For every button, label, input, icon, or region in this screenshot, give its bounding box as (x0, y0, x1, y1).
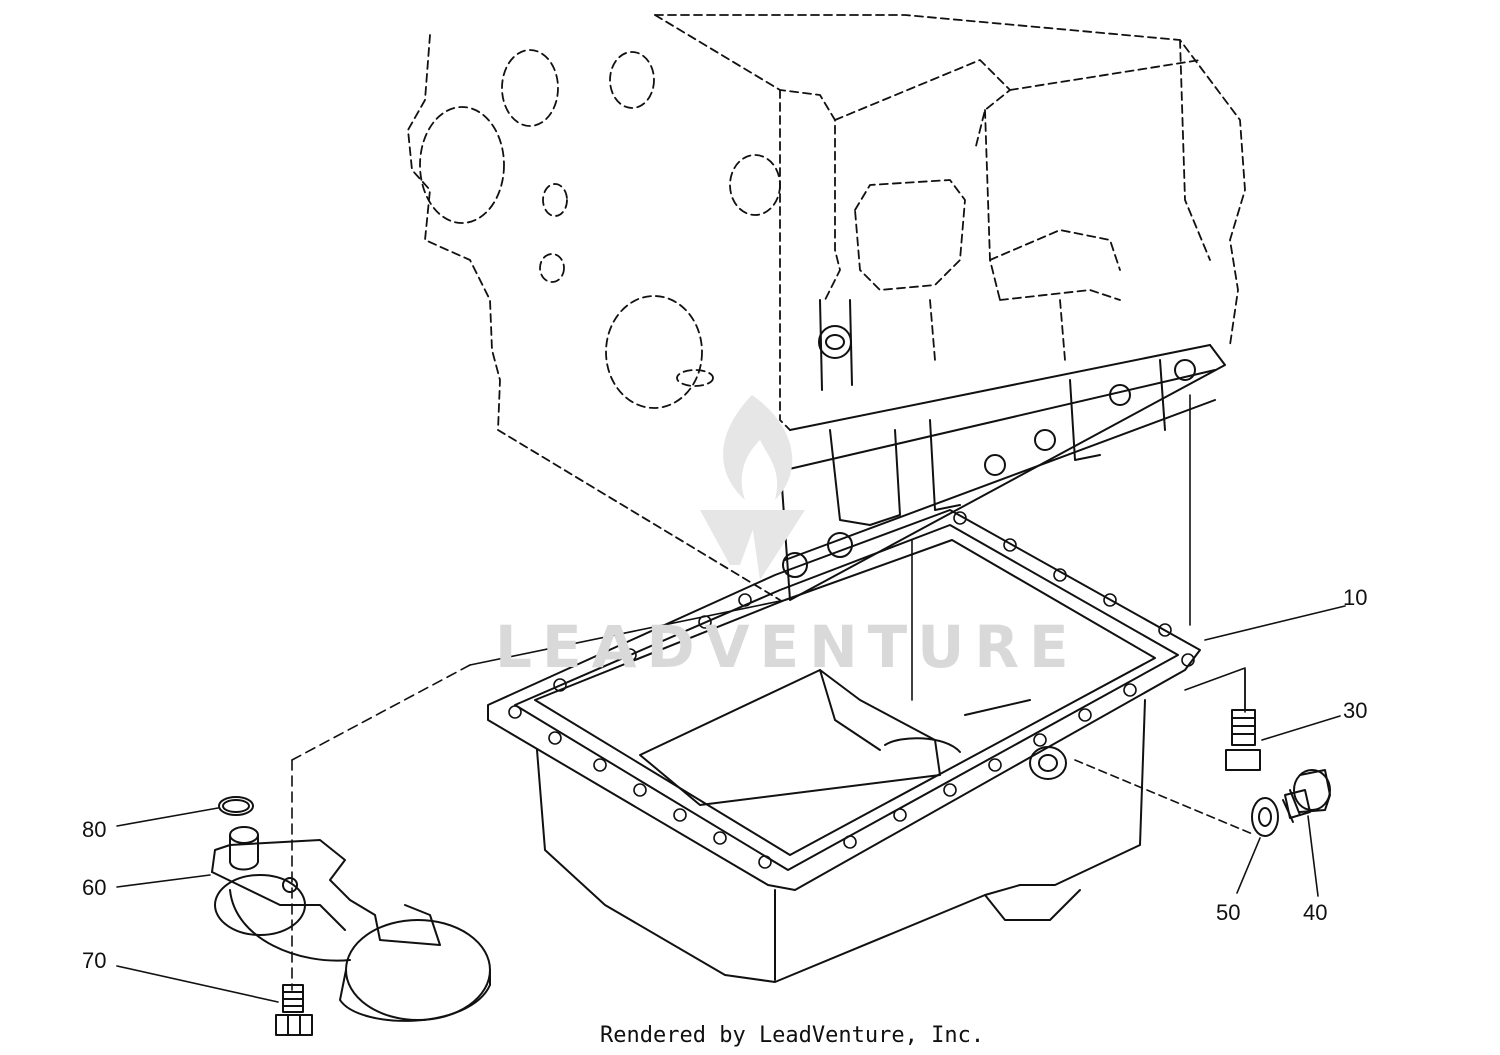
callout-50: 50 (1216, 900, 1240, 925)
footer-credit: Rendered by LeadVenture, Inc. (600, 1023, 984, 1048)
watermark-flame-icon (723, 395, 793, 500)
callout-80: 80 (82, 817, 106, 842)
callout-10: 10 (1343, 585, 1367, 610)
o-ring-80 (218, 796, 254, 816)
engine-block-outline (407, 14, 1246, 601)
watermark: LEADVENTURE (495, 395, 1079, 681)
drain-washer-50 (1251, 797, 1279, 837)
drain-plug-40 (1282, 769, 1331, 823)
flange-holes (508, 511, 1195, 869)
callout-30: 30 (1343, 698, 1367, 723)
assembly-lines (291, 394, 1256, 991)
screw-70 (275, 984, 313, 1036)
callout-leaders (116, 605, 1346, 1003)
oil-pan (487, 509, 1201, 983)
callout-60: 60 (82, 875, 106, 900)
pan-bolt-30 (1225, 709, 1261, 771)
watermark-text: LEADVENTURE (495, 613, 1079, 681)
oil-strainer-60 (211, 826, 491, 1022)
callout-40: 40 (1303, 900, 1327, 925)
callout-70: 70 (82, 948, 106, 973)
